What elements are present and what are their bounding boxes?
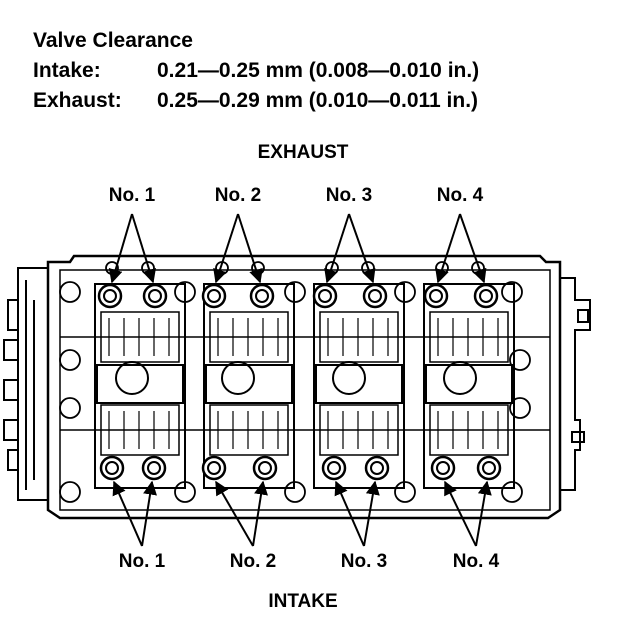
intake-arrow bbox=[252, 480, 268, 547]
cam-journal bbox=[425, 364, 513, 404]
cam-journal bbox=[205, 364, 293, 404]
intake-cylinder-4-label: No. 4 bbox=[452, 551, 500, 572]
exhaust-valve-screw-center bbox=[368, 289, 382, 303]
cylinder-frame bbox=[94, 283, 186, 489]
cam-journal bbox=[315, 364, 403, 404]
cylinder-frame bbox=[313, 283, 405, 489]
intake-arrow bbox=[475, 480, 492, 547]
bolt-hole bbox=[59, 281, 81, 303]
exhaust-valve-screw bbox=[362, 283, 388, 309]
cylinder-frame bbox=[203, 283, 295, 489]
intake-valve-screw bbox=[476, 455, 502, 481]
intake-arrow bbox=[215, 480, 254, 547]
exhaust-valve-screw bbox=[312, 283, 338, 309]
exhaust-valve-screw-center bbox=[255, 289, 269, 303]
exhaust-arrow bbox=[108, 213, 133, 284]
exhaust-valve-screw-center bbox=[318, 289, 332, 303]
exhaust-arrow bbox=[237, 213, 263, 284]
exhaust-arrow bbox=[324, 213, 350, 284]
intake-cylinder-3-label: No. 3 bbox=[340, 551, 388, 572]
intake-arrow bbox=[112, 480, 143, 547]
intake-valve-screw-center bbox=[436, 461, 450, 475]
intake-valve-screw bbox=[201, 455, 227, 481]
intake-side-label: INTAKE bbox=[268, 591, 338, 612]
intake-valve-screw bbox=[430, 455, 456, 481]
exhaust-side-label: EXHAUST bbox=[257, 142, 349, 163]
exhaust-valve-screw bbox=[97, 283, 123, 309]
bolt-hole bbox=[509, 397, 531, 419]
exhaust-cylinder-3-label: No. 3 bbox=[325, 185, 373, 206]
bolt-hole bbox=[501, 281, 523, 303]
head-left-end bbox=[3, 267, 48, 501]
bolt-hole bbox=[59, 349, 81, 371]
intake-valve-screw-center bbox=[482, 461, 496, 475]
exhaust-arrow bbox=[213, 213, 239, 284]
cylinder-1 bbox=[94, 283, 186, 489]
intake-arrow bbox=[444, 480, 477, 547]
bolt-hole bbox=[509, 349, 531, 371]
intake-valve-screw bbox=[141, 455, 167, 481]
exhaust-cylinder-2-label: No. 2 bbox=[214, 185, 262, 206]
cylinder-head-outline bbox=[46, 254, 562, 520]
spark-plug-hole bbox=[332, 361, 366, 395]
exhaust-cylinder-1-label: No. 1 bbox=[108, 185, 156, 206]
intake-arrow bbox=[334, 480, 365, 547]
exhaust-clearance-value: 0.25—0.29 mm (0.010—0.011 in.) bbox=[157, 89, 479, 112]
cam-journal bbox=[96, 364, 184, 404]
intake-arrow bbox=[363, 480, 380, 547]
valve-clearance-title: Valve Clearance bbox=[33, 29, 193, 52]
exhaust-arrow bbox=[459, 213, 487, 284]
exhaust-valve-screw-center bbox=[429, 289, 443, 303]
exhaust-label: Exhaust: bbox=[33, 89, 122, 112]
exhaust-valve-screw bbox=[201, 283, 227, 309]
head-right-end bbox=[560, 277, 591, 491]
exhaust-valve-screw bbox=[249, 283, 275, 309]
spark-plug-hole bbox=[115, 361, 149, 395]
exhaust-valve-screw bbox=[423, 283, 449, 309]
intake-valve-screw-center bbox=[105, 461, 119, 475]
cylinder-sections bbox=[60, 283, 550, 489]
intake-clearance-value: 0.21—0.25 mm (0.008—0.010 in.) bbox=[157, 59, 480, 82]
cylinder-frame bbox=[423, 283, 515, 489]
bolt-hole bbox=[59, 397, 81, 419]
intake-valve-screw-center bbox=[370, 461, 384, 475]
intake-valve-screw bbox=[99, 455, 125, 481]
exhaust-cylinder-4-label: No. 4 bbox=[436, 185, 484, 206]
exhaust-valve-screw bbox=[473, 283, 499, 309]
exhaust-arrow bbox=[435, 213, 461, 284]
spark-plug-hole bbox=[221, 361, 255, 395]
intake-valve-screw bbox=[252, 455, 278, 481]
intake-cylinder-2-label: No. 2 bbox=[229, 551, 277, 572]
cylinder-3 bbox=[313, 283, 405, 489]
exhaust-valve-screw-center bbox=[207, 289, 221, 303]
intake-arrow bbox=[141, 480, 157, 547]
intake-valve-screw-center bbox=[147, 461, 161, 475]
spark-plug-hole bbox=[443, 361, 477, 395]
intake-valve-screw bbox=[321, 455, 347, 481]
valve-adjusting-screws bbox=[97, 283, 502, 481]
exhaust-valve-screw-center bbox=[103, 289, 117, 303]
exhaust-valve-screw bbox=[142, 283, 168, 309]
intake-valve-screw-center bbox=[258, 461, 272, 475]
intake-valve-screw bbox=[364, 455, 390, 481]
exhaust-valve-screw-center bbox=[148, 289, 162, 303]
exhaust-valve-screw-center bbox=[479, 289, 493, 303]
intake-valve-screw-center bbox=[207, 461, 221, 475]
exhaust-arrow bbox=[348, 213, 376, 284]
pointer-arrows bbox=[108, 213, 492, 547]
intake-valve-screw-center bbox=[327, 461, 341, 475]
exhaust-arrow bbox=[131, 213, 156, 284]
bolt-hole bbox=[59, 481, 81, 503]
bolt-hole bbox=[501, 481, 523, 503]
intake-cylinder-1-label: No. 1 bbox=[118, 551, 166, 572]
intake-label: Intake: bbox=[33, 59, 101, 82]
